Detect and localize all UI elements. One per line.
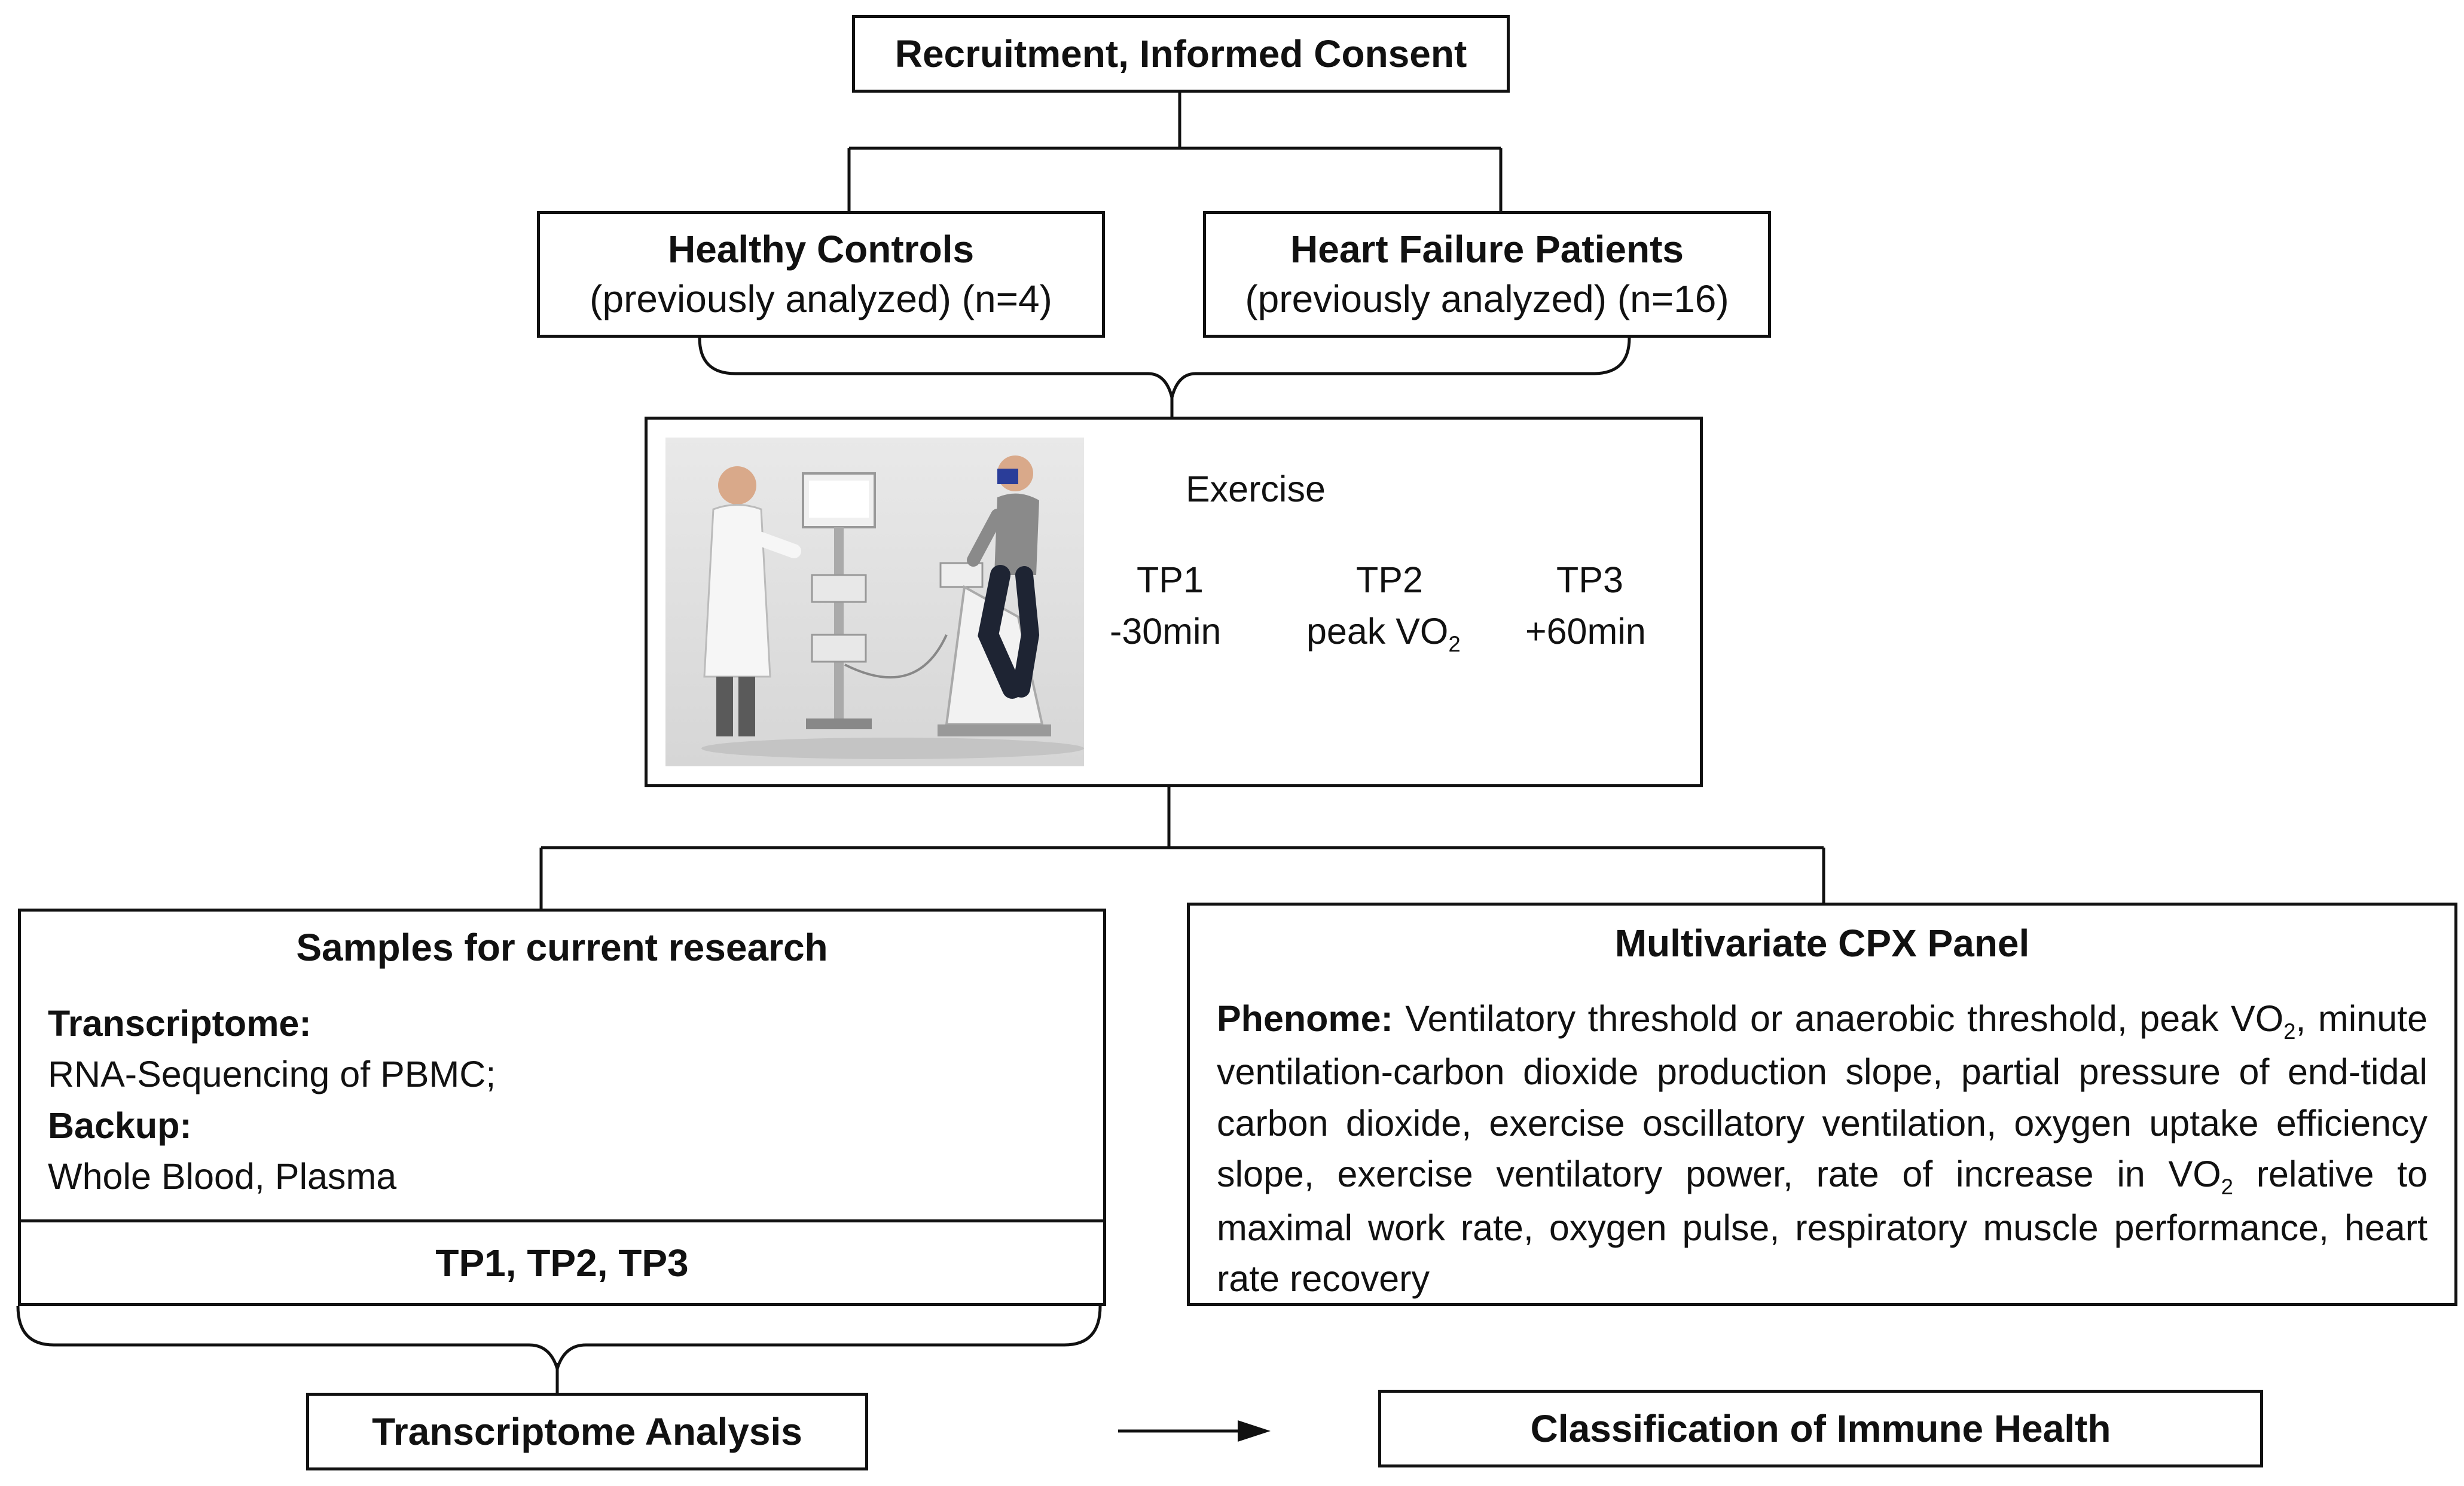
classification-box: Classification of Immune Health bbox=[1378, 1390, 2263, 1467]
exercise-photo bbox=[665, 438, 1084, 766]
recruitment-label: Recruitment, Informed Consent bbox=[894, 32, 1467, 75]
cpx-header-box: Multivariate CPX Panel bbox=[1187, 903, 2457, 983]
samples-header-box: Samples for current research bbox=[18, 909, 1106, 986]
tp1-name: TP1 bbox=[1137, 559, 1204, 600]
backup-label: Backup: bbox=[48, 1105, 192, 1146]
backup-value: Whole Blood, Plasma bbox=[48, 1156, 397, 1197]
recruitment-box: Recruitment, Informed Consent bbox=[852, 15, 1510, 93]
tp1-time: -30min bbox=[1110, 611, 1222, 652]
clinician-exercise-bike-icon bbox=[701, 455, 1084, 759]
samples-timepoints: TP1, TP2, TP3 bbox=[435, 1241, 689, 1285]
phenome-label: Phenome: bbox=[1217, 998, 1393, 1039]
heart-failure-detail: (previously analyzed) (n=16) bbox=[1245, 277, 1729, 320]
exercise-label: Exercise bbox=[1186, 469, 1326, 509]
healthy-controls-box: Healthy Controls (previously analyzed) (… bbox=[537, 211, 1105, 338]
classification-label: Classification of Immune Health bbox=[1530, 1407, 2111, 1450]
phenome-sub2: 2 bbox=[2221, 1175, 2234, 1200]
healthy-controls-detail: (previously analyzed) (n=4) bbox=[590, 277, 1052, 320]
phenome-sub1: 2 bbox=[2283, 1019, 2296, 1044]
transcriptome-label: Transcriptome: bbox=[48, 1003, 312, 1044]
heart-failure-title: Heart Failure Patients bbox=[1290, 227, 1684, 271]
heart-failure-box: Heart Failure Patients (previously analy… bbox=[1203, 211, 1771, 338]
phenome-text: Phenome: Ventilatory threshold or anaero… bbox=[1217, 993, 2428, 1304]
exercise-box: Exercise TP1 -30min TP2 peak VO2 TP3 +60… bbox=[645, 417, 1703, 787]
healthy-controls-title: Healthy Controls bbox=[667, 227, 975, 271]
tp2-time-sub: 2 bbox=[1448, 632, 1461, 657]
cpx-body-box: Phenome: Ventilatory threshold or anaero… bbox=[1187, 980, 2457, 1306]
samples-body-box: Transcriptome: RNA-Sequencing of PBMC; B… bbox=[18, 983, 1106, 1222]
tp3-name: TP3 bbox=[1556, 559, 1623, 600]
phenome-part3: relative to maximal work rate, oxygen pu… bbox=[1217, 1154, 2428, 1299]
transcriptome-analysis-box: Transcriptome Analysis bbox=[306, 1393, 868, 1470]
transcriptome-analysis-label: Transcriptome Analysis bbox=[372, 1410, 802, 1453]
tp2-time: peak VO2 bbox=[1306, 610, 1461, 658]
tp2-time-prefix: peak VO bbox=[1306, 611, 1449, 652]
tp3-time: +60min bbox=[1525, 611, 1646, 652]
transcriptome-value: RNA-Sequencing of PBMC; bbox=[48, 1054, 496, 1095]
samples-header: Samples for current research bbox=[296, 926, 828, 969]
tp2-name: TP2 bbox=[1356, 559, 1423, 600]
samples-timepoints-box: TP1, TP2, TP3 bbox=[18, 1219, 1106, 1306]
phenome-part2: , minute ventilation-carbon dioxide prod… bbox=[1217, 998, 2428, 1195]
cpx-header: Multivariate CPX Panel bbox=[1614, 921, 2030, 965]
phenome-part1: Ventilatory threshold or anaerobic thres… bbox=[1393, 998, 2284, 1039]
